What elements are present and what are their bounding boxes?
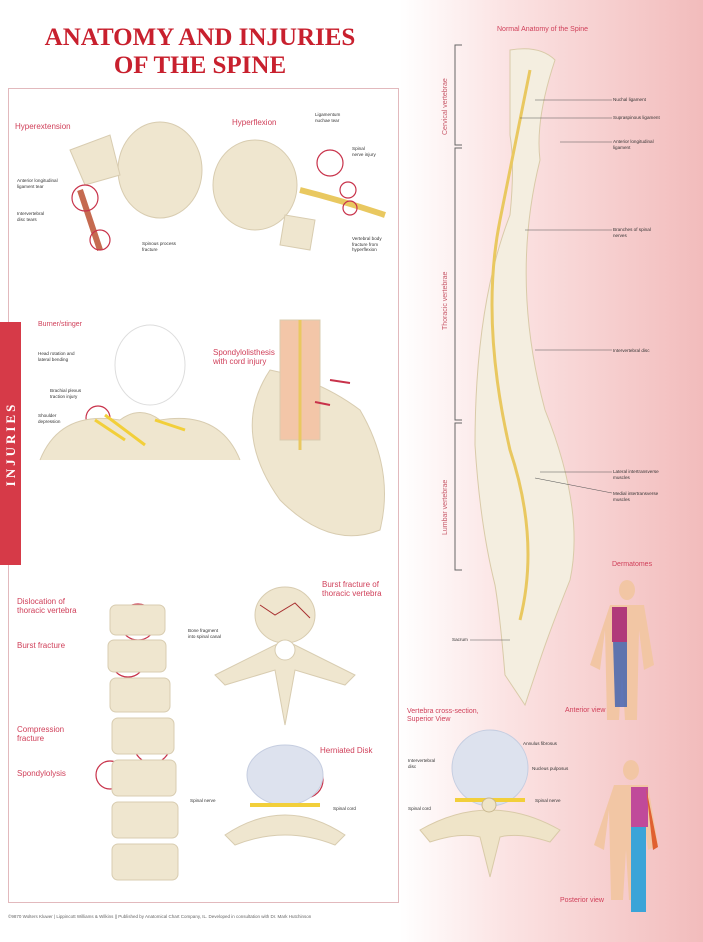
label: Ligamentum nuchae tear xyxy=(315,112,341,123)
burst-fracture-vertebra-title: Burst fracture of thoracic vertebra xyxy=(322,580,382,598)
normal-spine-illustration xyxy=(474,48,575,707)
label: Spinal cord xyxy=(408,806,431,811)
injuries-tab-label: INJURIES xyxy=(2,401,18,486)
region-thoracic: Thoracic vertebrae xyxy=(442,271,449,330)
hyperextension-title: Hyperextension xyxy=(15,122,71,131)
label: Nuchal ligament xyxy=(613,97,646,102)
herniated-disk-illustration xyxy=(224,744,346,846)
label: Supraspinous ligament xyxy=(613,115,660,120)
footer-credits: ©9870 Wolters Kluwer | Lippincott Willia… xyxy=(8,914,312,919)
label: Shoulder depression xyxy=(38,413,61,424)
label: Intervertebral disc xyxy=(408,758,436,769)
label: Medial intertransverse muscles xyxy=(613,491,659,502)
spondylolisthesis-title: Spondylolisthesis with cord injury xyxy=(213,348,275,366)
label: Branches of spinal nerves xyxy=(613,227,651,238)
region-cervical: Cervical vertebrae xyxy=(442,78,449,135)
label: Burst fracture xyxy=(17,641,66,650)
dermatomes-title: Dermatomes xyxy=(612,561,653,568)
anterior-view-label: Anterior view xyxy=(565,707,606,714)
label: Brachial plexus traction injury xyxy=(50,388,82,399)
label: Head rotation and lateral bending xyxy=(38,351,75,362)
label: Spondylolysis xyxy=(17,769,66,778)
burner-figure-illustration xyxy=(39,324,241,461)
injuries-panel xyxy=(8,88,399,903)
region-lumbar: Lumbar vertebrae xyxy=(442,479,449,535)
label: Lateral intertransverse muscles xyxy=(613,469,659,480)
dermatome-figures xyxy=(590,580,658,912)
label: Spinal cord xyxy=(333,806,356,811)
normal-leader-lines xyxy=(470,99,613,641)
cross-section-illustration xyxy=(419,729,561,878)
injuries-tab: INJURIES xyxy=(0,322,21,565)
label: Vertebral body fracture from hyperflexio… xyxy=(352,236,382,252)
label: Intervertebral disc tears xyxy=(17,211,45,222)
label: Compression fracture xyxy=(17,725,65,743)
burst-vertebra-illustration xyxy=(214,586,356,726)
region-brackets xyxy=(454,44,462,571)
label: Intervertebral disc xyxy=(613,348,650,353)
label: Dislocation of thoracic vertebra xyxy=(17,597,77,615)
label: Nucleus pulposus xyxy=(532,766,569,771)
normal-anatomy-title: Normal Anatomy of the Spine xyxy=(497,26,589,33)
burner-title: Burner/stinger xyxy=(38,321,82,328)
label: Bone fragment into spinal canal xyxy=(188,628,221,639)
poster-title-line1: ANATOMY AND INJURIES xyxy=(44,24,356,51)
label: Spinal nerve injury xyxy=(352,146,376,157)
hyperflexion-skull-illustration xyxy=(212,139,386,251)
pelvis-spondylolisthesis-illustration xyxy=(251,319,385,537)
label: Annulus fibrosus xyxy=(523,741,557,746)
label: Anterior longitudinal ligament tear xyxy=(17,178,58,189)
herniated-disk-title: Herniated Disk xyxy=(320,746,373,755)
label: Sacrum xyxy=(452,637,468,642)
cross-section-title: Vertebra cross-section, Superior View xyxy=(407,708,479,723)
posterior-view-label: Posterior view xyxy=(560,897,604,904)
poster-title-line2: OF THE SPINE xyxy=(113,52,287,79)
label: Spinous process fracture xyxy=(142,241,176,252)
hyperextension-skull-illustration xyxy=(69,121,203,251)
label: Spinal nerve xyxy=(190,798,216,803)
label: Anterior longitudinal ligament xyxy=(613,139,654,150)
lateral-spine-injury-illustration xyxy=(107,604,179,881)
hyperflexion-title: Hyperflexion xyxy=(232,118,277,127)
label: Spinal nerve xyxy=(535,798,561,803)
